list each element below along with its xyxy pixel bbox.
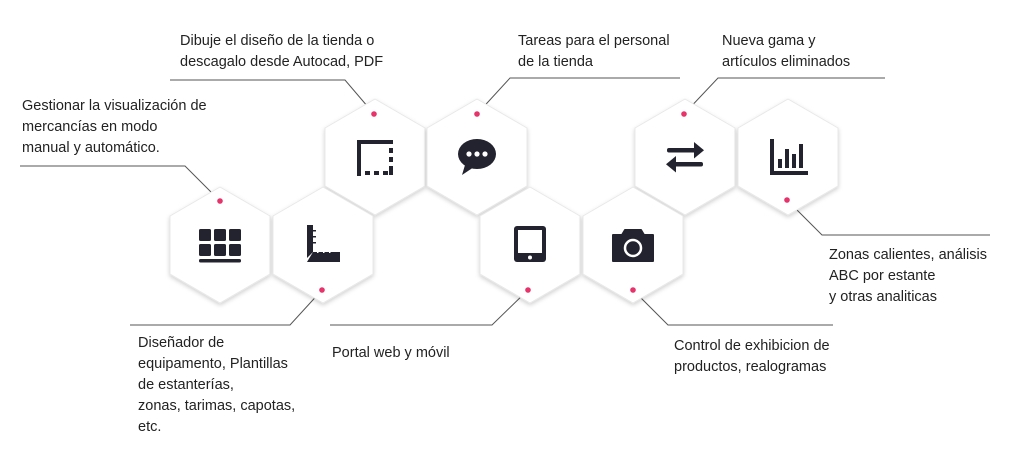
floorplan-icon: [357, 140, 393, 176]
label-tablet: Portal web y móvil: [332, 345, 450, 361]
camera-icon: [612, 229, 654, 262]
marker-dot: [319, 287, 325, 293]
label-ruler: Diseñador de equipamento, Plantillas de …: [138, 335, 296, 435]
tablet-icon: [514, 226, 546, 262]
marker-dot: [217, 198, 223, 204]
label-chat: Tareas para el personal de la tienda: [518, 33, 670, 70]
hex-tablet: [480, 187, 580, 303]
ruler-icon: [307, 225, 340, 262]
marker-dot: [474, 111, 480, 117]
marker-dot: [681, 111, 687, 117]
label-chart: Zonas calientes, análisis ABC por estant…: [829, 247, 987, 305]
bar-chart-icon: [770, 139, 808, 175]
grid-icon: [199, 229, 241, 263]
hex-chart: [738, 99, 838, 215]
connector-frame: [170, 79, 375, 115]
connector-grid: [20, 165, 221, 202]
marker-dot: [784, 197, 790, 203]
swap-arrows-icon: [666, 142, 704, 173]
marker-dot: [525, 287, 531, 293]
label-grid: Gestionar la visualización de mercancías…: [22, 98, 207, 156]
hex-camera: [583, 187, 683, 303]
hex-grid: [170, 187, 270, 303]
marker-dot: [371, 111, 377, 117]
hex-chat: [427, 99, 527, 215]
chat-icon: [458, 139, 496, 175]
connector-ruler: [130, 289, 323, 326]
label-arrows: Nueva gama y artículos eliminados: [722, 33, 851, 70]
label-camera: Control de exhibicion de productos, real…: [674, 338, 830, 375]
hex-frame: [325, 99, 425, 215]
connector-chart: [786, 199, 990, 236]
connector-tablet: [330, 289, 529, 326]
marker-dot: [630, 287, 636, 293]
connector-chat: [476, 77, 680, 115]
label-frame: Dibuje el diseño de la tienda o descagal…: [180, 33, 384, 70]
connector-arrows: [683, 77, 885, 115]
connector-camera: [632, 289, 833, 326]
hex-ruler: [273, 187, 373, 303]
hex-arrows: [635, 99, 735, 215]
